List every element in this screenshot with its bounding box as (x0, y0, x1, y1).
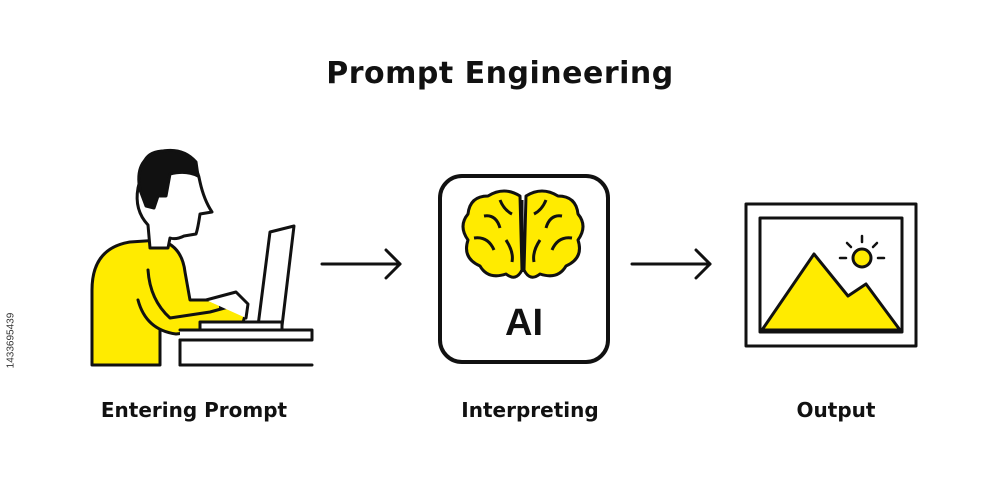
step-label-entering-prompt: Entering Prompt (100, 398, 288, 422)
ai-badge: AI (505, 302, 543, 344)
arrow-right-icon (630, 248, 712, 280)
side-id-text: 1433695439 (5, 312, 17, 369)
ai-box (438, 174, 610, 364)
person-laptop-icon (90, 148, 314, 367)
step-label-output: Output (796, 398, 876, 422)
image-icon (744, 202, 918, 348)
step-label-interpreting: Interpreting (461, 398, 599, 422)
arrow-right-icon (320, 248, 402, 280)
diagram-title: Prompt Engineering (326, 56, 674, 91)
brain-icon (461, 189, 585, 279)
